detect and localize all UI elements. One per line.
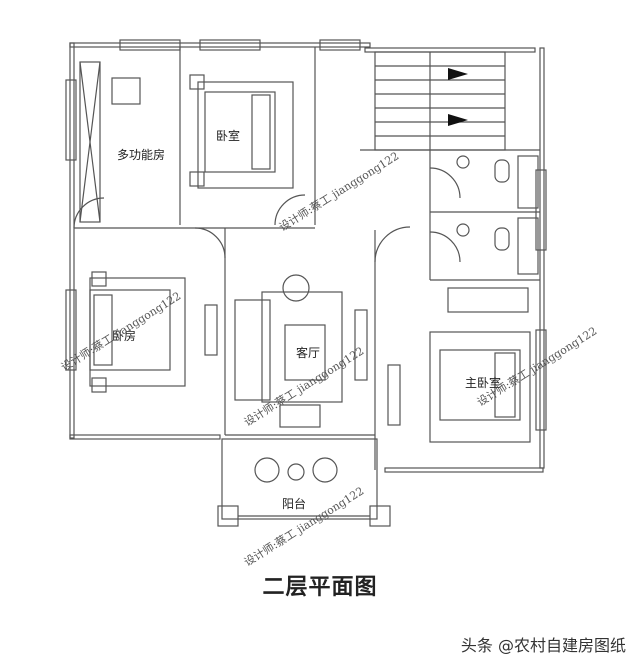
tv-left [204, 304, 218, 356]
balcony-outline [221, 438, 378, 520]
room-label-balcony: 阳台 [282, 497, 307, 511]
room-label-multi: 多功能房 [117, 148, 166, 162]
window-north-2 [199, 39, 261, 51]
window-west-2 [65, 289, 77, 371]
door-bath-2 [429, 231, 461, 263]
room-label-living: 客厅 [296, 346, 321, 360]
bed-top [204, 91, 276, 173]
window-west-1 [65, 79, 77, 161]
outer-wall-south-west [69, 434, 221, 440]
sofa [234, 299, 271, 401]
outer-wall-east [539, 47, 545, 469]
window-east-2 [535, 329, 547, 431]
door-multi [73, 197, 105, 229]
nightstand-left-1 [91, 271, 107, 287]
window-north-1 [119, 39, 181, 51]
staircase [374, 51, 506, 151]
tv-living [354, 309, 368, 381]
master-wardrobe [447, 287, 529, 313]
nightstand-left-2 [91, 377, 107, 393]
outer-wall-west [69, 42, 75, 439]
living-stool [279, 404, 321, 428]
door-left-bedroom [194, 227, 226, 259]
multi-box [111, 77, 141, 105]
master-tv [387, 364, 401, 426]
coffee-table [284, 324, 326, 381]
room-label-master: 主卧室 [465, 376, 502, 390]
shower-2 [517, 217, 539, 275]
bed-master [439, 349, 521, 421]
balcony-chair-2 [312, 457, 338, 483]
shower-1 [517, 155, 539, 209]
page-title: 二层平面图 [262, 575, 378, 600]
window-east-1 [535, 169, 547, 251]
outer-wall-south-east [384, 467, 544, 473]
floor-plan-drawing [65, 39, 547, 527]
rug-top [197, 81, 294, 189]
door-bath-1 [429, 167, 461, 199]
stair-arrow-2 [448, 114, 468, 126]
outer-wall-north-west [69, 42, 371, 48]
toilet-1 [494, 159, 510, 183]
rug-left [89, 277, 186, 387]
window-north-3 [319, 39, 361, 51]
balcony-table [287, 463, 305, 481]
living-rug [261, 291, 343, 403]
room-label-bedroom-top: 卧室 [216, 129, 241, 143]
sink-2 [456, 223, 470, 237]
room-label-bedroom-left: 卧房 [112, 329, 137, 343]
door-master [374, 226, 411, 263]
stair-arrow-1 [448, 68, 468, 80]
door-top-bedroom [274, 194, 306, 226]
sink-1 [456, 155, 470, 169]
master-rug [429, 331, 531, 443]
multi-cabinet [79, 61, 101, 223]
footer-credit: 头条 @农村自建房图纸 [460, 636, 626, 655]
nightstand-top-2 [189, 171, 205, 187]
balcony-chair-1 [254, 457, 280, 483]
toilet-2 [494, 227, 510, 251]
armchair [282, 274, 310, 302]
